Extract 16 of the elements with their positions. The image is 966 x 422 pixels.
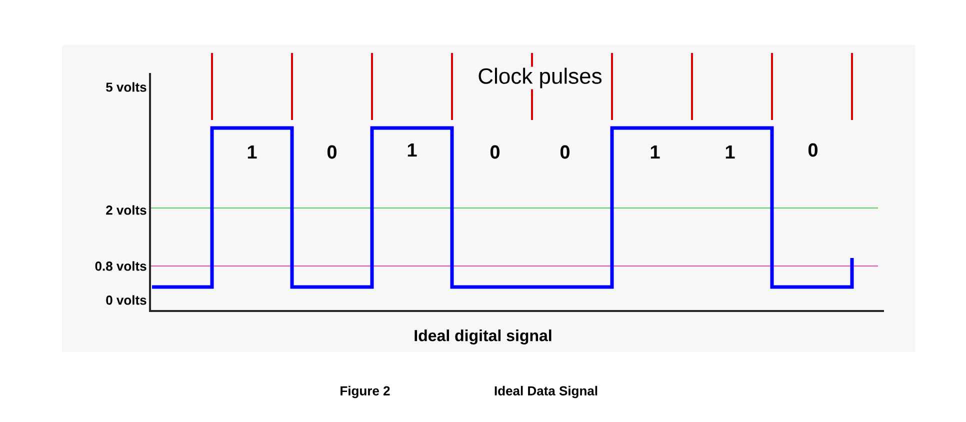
- caption: Ideal Data Signal: [494, 386, 598, 398]
- axis-label: 0.8 volts: [95, 261, 146, 271]
- bit-label: 1: [248, 145, 257, 159]
- axis-label: 0 volts: [106, 295, 146, 305]
- caption: Figure 2: [340, 386, 390, 398]
- bit-label: 1: [650, 145, 660, 159]
- bit-label: 0: [490, 145, 500, 159]
- bit-label: 1: [726, 145, 735, 159]
- clock-pulses-label: Clock pulses: [476, 66, 604, 90]
- bit-label: 0: [327, 145, 336, 159]
- chart-title: Ideal digital signal: [414, 330, 552, 344]
- axis-label: 5 volts: [106, 82, 146, 92]
- bit-label: 0: [808, 143, 818, 157]
- bit-label: 1: [408, 143, 417, 157]
- axis-label: 2 volts: [106, 205, 146, 215]
- bit-label: 0: [560, 145, 570, 159]
